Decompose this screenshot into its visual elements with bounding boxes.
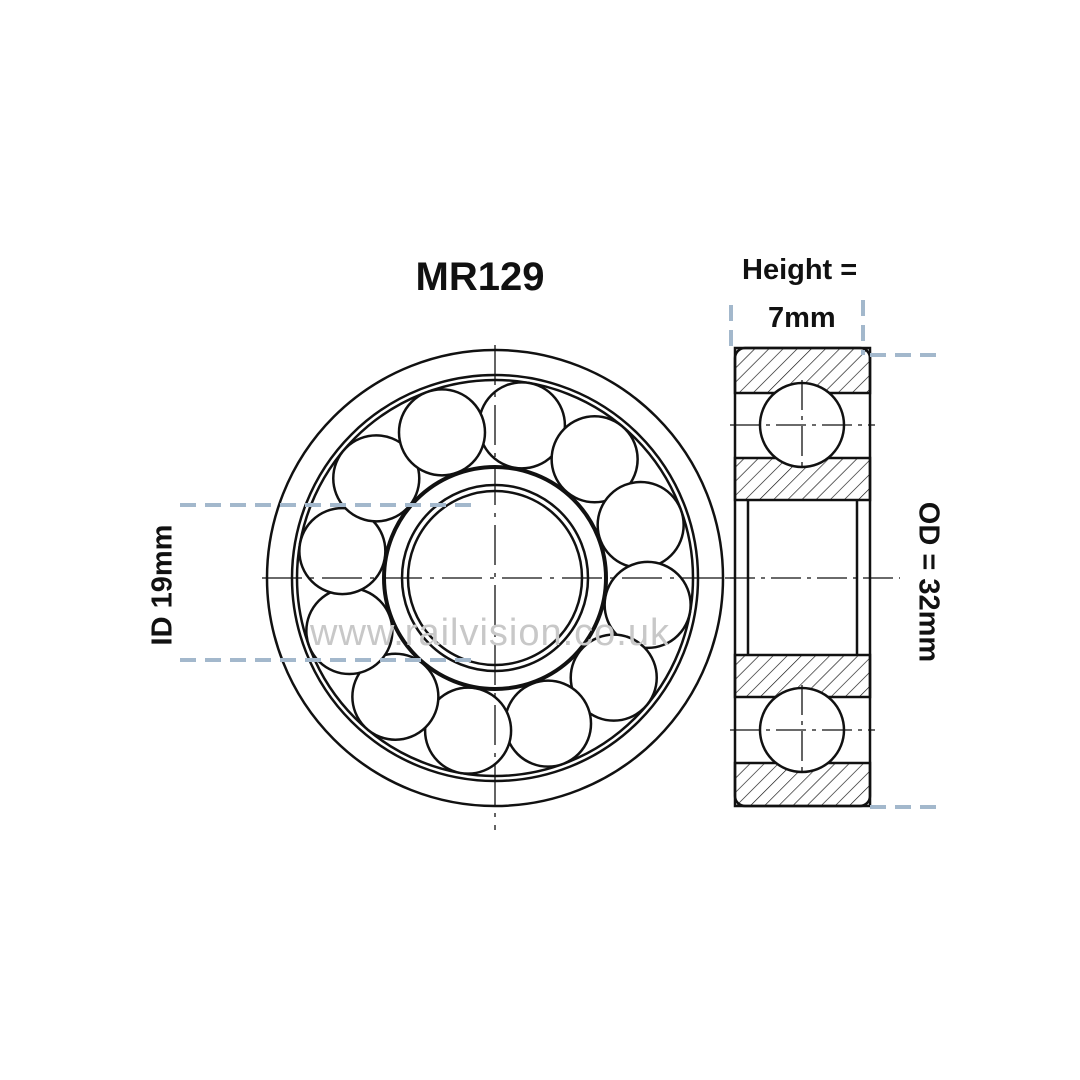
ball [550, 415, 639, 504]
balls [298, 381, 692, 775]
dimension-lines [180, 300, 940, 809]
height-label-line2: 7mm [768, 302, 836, 334]
height-label-line1: Height = [742, 254, 858, 286]
ball [569, 633, 658, 722]
ball [332, 434, 421, 523]
side-center-lines [725, 380, 900, 775]
outer-diameter-label: OD = 32mm [912, 501, 945, 663]
bearing-title: MR129 [415, 255, 545, 299]
ball [397, 388, 487, 477]
watermark: www.railvision.co.uk [310, 612, 670, 654]
inner-diameter-label: ID 19mm [146, 524, 179, 646]
side-view [725, 346, 900, 808]
ball [503, 679, 593, 768]
ball [596, 480, 685, 570]
front-view [262, 345, 740, 830]
ball [351, 652, 440, 741]
